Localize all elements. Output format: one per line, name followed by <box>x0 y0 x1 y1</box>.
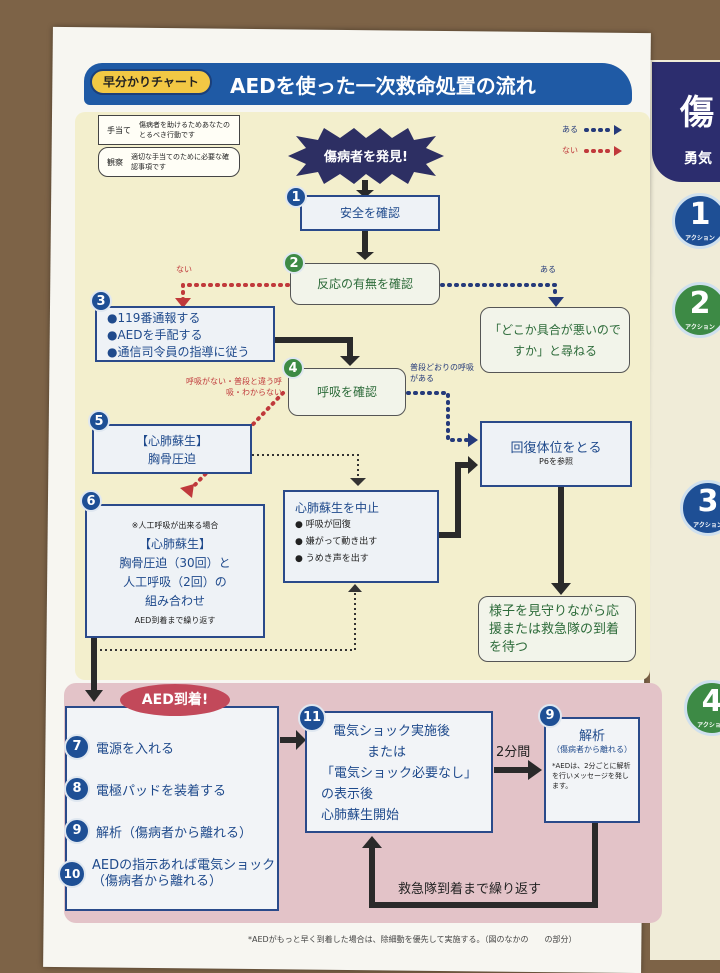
aed-arrival-badge: AED到着! <box>120 684 230 716</box>
step-2-no-label: ない <box>176 265 192 274</box>
step-9-number: 9 <box>64 818 90 844</box>
step-6-line: 人工呼吸（2回）の <box>123 575 227 589</box>
step-6-line: 組み合わせ <box>144 594 205 608</box>
step-2-number: 2 <box>283 252 305 274</box>
action-badge-3: 3 アクション <box>680 480 720 536</box>
recovery-position-box: 回復体位をとる P6を参照 <box>480 421 632 487</box>
step-8-text: 電極パッドを装着する <box>96 783 227 799</box>
interval-label: 2分間 <box>496 745 531 760</box>
step-3-item: ●通信司令員の指導に従う <box>107 345 250 359</box>
step-2-yes-label: ある <box>540 265 556 274</box>
step-3-box: ●119番通報する ●AEDを手配する ●通信司令員の指導に従う <box>95 306 275 362</box>
step-7-text: 電源を入れる <box>96 741 175 757</box>
aed-step-9: 9 解析（傷病者から離れる） <box>64 818 252 844</box>
step-10-text: AEDの指示あれば電気ショック（傷病者から離れる） <box>92 858 276 889</box>
stop-cpr-item: ● うめき声を出す <box>295 554 369 564</box>
start-burst <box>288 128 444 184</box>
right-page-header <box>652 62 720 182</box>
legend-term: 観察 <box>107 157 123 167</box>
step-2-box: 反応の有無を確認 <box>290 263 440 305</box>
aed-steps-box <box>65 706 279 911</box>
action-badge-1: 1 アクション <box>672 193 720 249</box>
step-11-line: 電気ショック実施後 <box>333 724 451 739</box>
action-number: 4 <box>687 685 720 719</box>
action-label: アクション <box>685 324 715 331</box>
step-11-line: または <box>367 745 407 760</box>
step-3-number: 3 <box>90 290 112 312</box>
step-4-text: 呼吸を確認 <box>316 385 377 399</box>
step-6-line: 【心肺蘇生】 <box>138 537 211 551</box>
legend-no: ない <box>562 146 578 155</box>
action-number: 3 <box>697 484 719 519</box>
step-11-line: 「電気ショック必要なし」 <box>321 766 478 781</box>
recovery-title: 回復体位をとる <box>510 441 602 456</box>
loop-label: 救急隊到着まで繰り返す <box>398 882 542 897</box>
action-badge-2: 2 アクション <box>672 282 720 338</box>
step-11-line: 心肺蘇生開始 <box>321 808 400 823</box>
step-11-line: の表示後 <box>321 787 374 802</box>
action-label: アクション <box>693 522 720 529</box>
legend-yes: ある <box>562 125 578 134</box>
step-10-number: 10 <box>58 860 86 888</box>
step-9-analysis-number: 9 <box>538 704 562 728</box>
step-2-text: 反応の有無を確認 <box>316 277 413 291</box>
step-8-number: 8 <box>64 776 90 802</box>
legend-desc: 適切な手当てのために必要な確認事項です <box>131 153 229 171</box>
analysis-note: *AEDは、2分ごとに解析を行いメッセージを発します。 <box>552 762 631 790</box>
step-6-note: ※人工呼吸が出来る場合 <box>131 521 219 530</box>
step-5-number: 5 <box>88 410 110 432</box>
analysis-title: 解析 <box>578 729 605 744</box>
step-6-number: 6 <box>80 490 102 512</box>
action-label: アクション <box>685 235 715 242</box>
stop-cpr-item: ● 嫌がって動き出す <box>295 537 378 547</box>
analysis-sub: （傷病者から離れる） <box>552 745 632 754</box>
wait-box: 様子を見守りながら応援または救急隊の到着を待つ <box>478 596 636 662</box>
legend-kansatsu: 観察適切な手当てのために必要な確認事項です <box>98 147 240 177</box>
step-7-number: 7 <box>64 734 90 760</box>
right-page-title: 傷 <box>680 93 714 133</box>
action-label: アクション <box>697 722 720 729</box>
stop-cpr-item: ● 呼吸が回復 <box>295 520 351 530</box>
step-4-yes-label: 普段どおりの呼吸がある <box>410 363 474 383</box>
step-6-repeat: AED到着まで繰り返す <box>134 616 216 625</box>
step-1-box: 安全を確認 <box>300 195 440 231</box>
ask-condition-box: 「どこか具合が悪いのですか」と尋ねる <box>480 307 630 373</box>
step-6-box: ※人工呼吸が出来る場合 【心肺蘇生】 胸骨圧迫（30回）と 人工呼吸（2回）の … <box>85 504 265 638</box>
start-label: 傷病者を発見! <box>324 150 408 165</box>
aed-step-8: 8 電極パッドを装着する <box>64 776 226 802</box>
step-6-line: 胸骨圧迫（30回）と <box>119 556 231 570</box>
step-9-analysis-box: 解析 （傷病者から離れる） *AEDは、2分ごとに解析を行いメッセージを発します… <box>544 717 640 823</box>
aed-step-7: 7 電源を入れる <box>64 734 174 760</box>
step-4-no-label: 呼吸がない・普段と違う呼吸・わからない <box>186 377 282 397</box>
step-11-number: 11 <box>298 704 326 732</box>
step-5-line: 【心肺蘇生】 <box>135 434 208 448</box>
legend-desc: 傷病者を助けるためあなたのとるべき行動です <box>139 121 230 139</box>
step-3-item: ●119番通報する <box>107 311 201 325</box>
step-9-text: 解析（傷病者から離れる） <box>96 825 253 841</box>
right-page-subtitle: 勇気 <box>684 151 712 167</box>
recovery-ref: P6を参照 <box>539 457 573 466</box>
stop-cpr-title: 心肺蘇生を中止 <box>295 501 380 515</box>
step-5-box: 【心肺蘇生】 胸骨圧迫 <box>92 424 252 474</box>
legend-term: 手当て <box>107 125 131 135</box>
stop-cpr-box: 心肺蘇生を中止 ● 呼吸が回復 ● 嫌がって動き出す ● うめき声を出す <box>283 490 439 583</box>
step-4-number: 4 <box>282 357 304 379</box>
action-number: 2 <box>689 286 711 321</box>
action-number: 1 <box>689 197 711 232</box>
step-1-text: 安全を確認 <box>339 206 400 220</box>
footnote: *AEDがもっと早く到着した場合は、除細動を優先して実施する。（図のなかの の部… <box>248 935 577 944</box>
chart-badge: 早分かりチャート <box>90 69 212 95</box>
legend-teate: 手当て傷病者を助けるためあなたのとるべき行動です <box>98 115 240 145</box>
step-4-box: 呼吸を確認 <box>288 368 406 416</box>
action-badge-4: 4 アクション <box>684 680 720 736</box>
step-11-box: 電気ショック実施後 または 「電気ショック必要なし」 の表示後 心肺蘇生開始 <box>305 711 493 833</box>
step-5-line: 胸骨圧迫 <box>147 452 196 466</box>
page-title: AEDを使った一次救命処置の流れ <box>230 74 536 98</box>
step-1-number: 1 <box>285 186 307 208</box>
step-3-item: ●AEDを手配する <box>107 328 203 342</box>
